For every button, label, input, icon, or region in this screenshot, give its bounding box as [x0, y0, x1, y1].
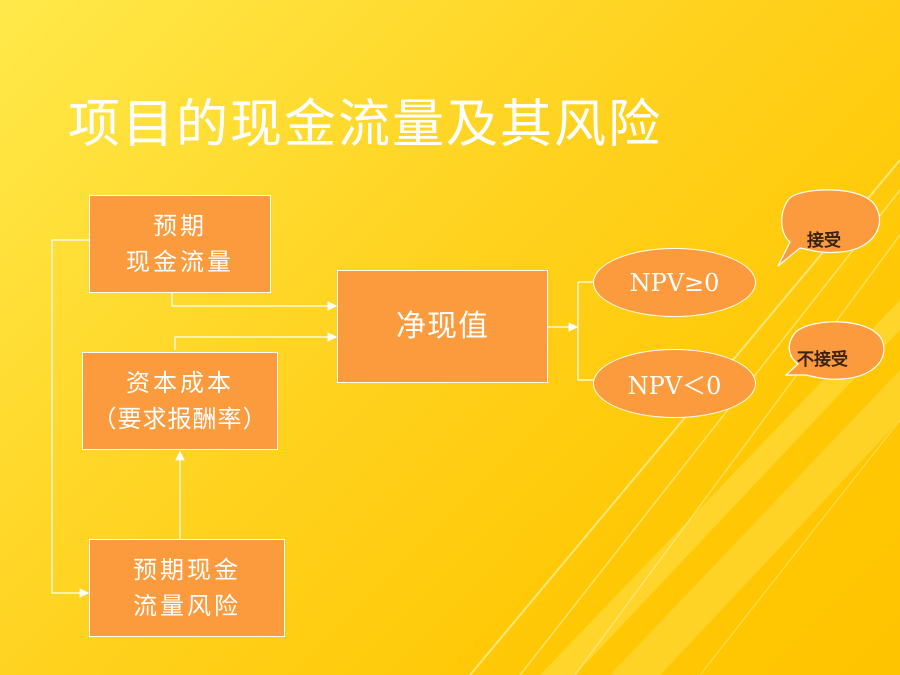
expected-cash-flow-line-2: 现金流量: [126, 248, 234, 276]
connector-loop: [51, 239, 90, 598]
expected-cash-flow-box: 预期 现金流量: [89, 195, 271, 293]
npv-positive-label: NPV≥0: [629, 268, 720, 297]
reject-callout-shape: [784, 321, 885, 380]
cost-of-capital-line-1: 资本成本: [126, 369, 234, 397]
npv-box: 净现值: [337, 270, 548, 383]
expected-cash-flow-line-1: 预期: [153, 212, 207, 240]
page-title: 项目的现金流量及其风险: [68, 95, 663, 155]
cash-flow-risk-line-2: 流量风险: [133, 592, 241, 620]
cost-of-capital-line-2: （要求报酬率）: [92, 405, 268, 433]
connector-cost-npv: [174, 332, 338, 350]
npv-negative-ellipse: NPV＜0: [593, 349, 756, 418]
npv-box-label: 净现值: [396, 308, 489, 344]
accept-callout-shape: [777, 189, 881, 267]
npv-negative-label: NPV＜0: [627, 372, 722, 400]
reject-callout-label: 不接受: [797, 350, 848, 370]
connector-cashflow-npv: [171, 292, 338, 311]
cost-of-capital-box: 资本成本 （要求报酬率）: [82, 352, 278, 450]
npv-positive-ellipse: NPV≥0: [593, 248, 756, 317]
cash-flow-risk-box: 预期现金 流量风险: [89, 539, 285, 637]
cash-flow-risk-line-1: 预期现金: [133, 556, 241, 584]
accept-callout-label: 接受: [807, 231, 841, 251]
